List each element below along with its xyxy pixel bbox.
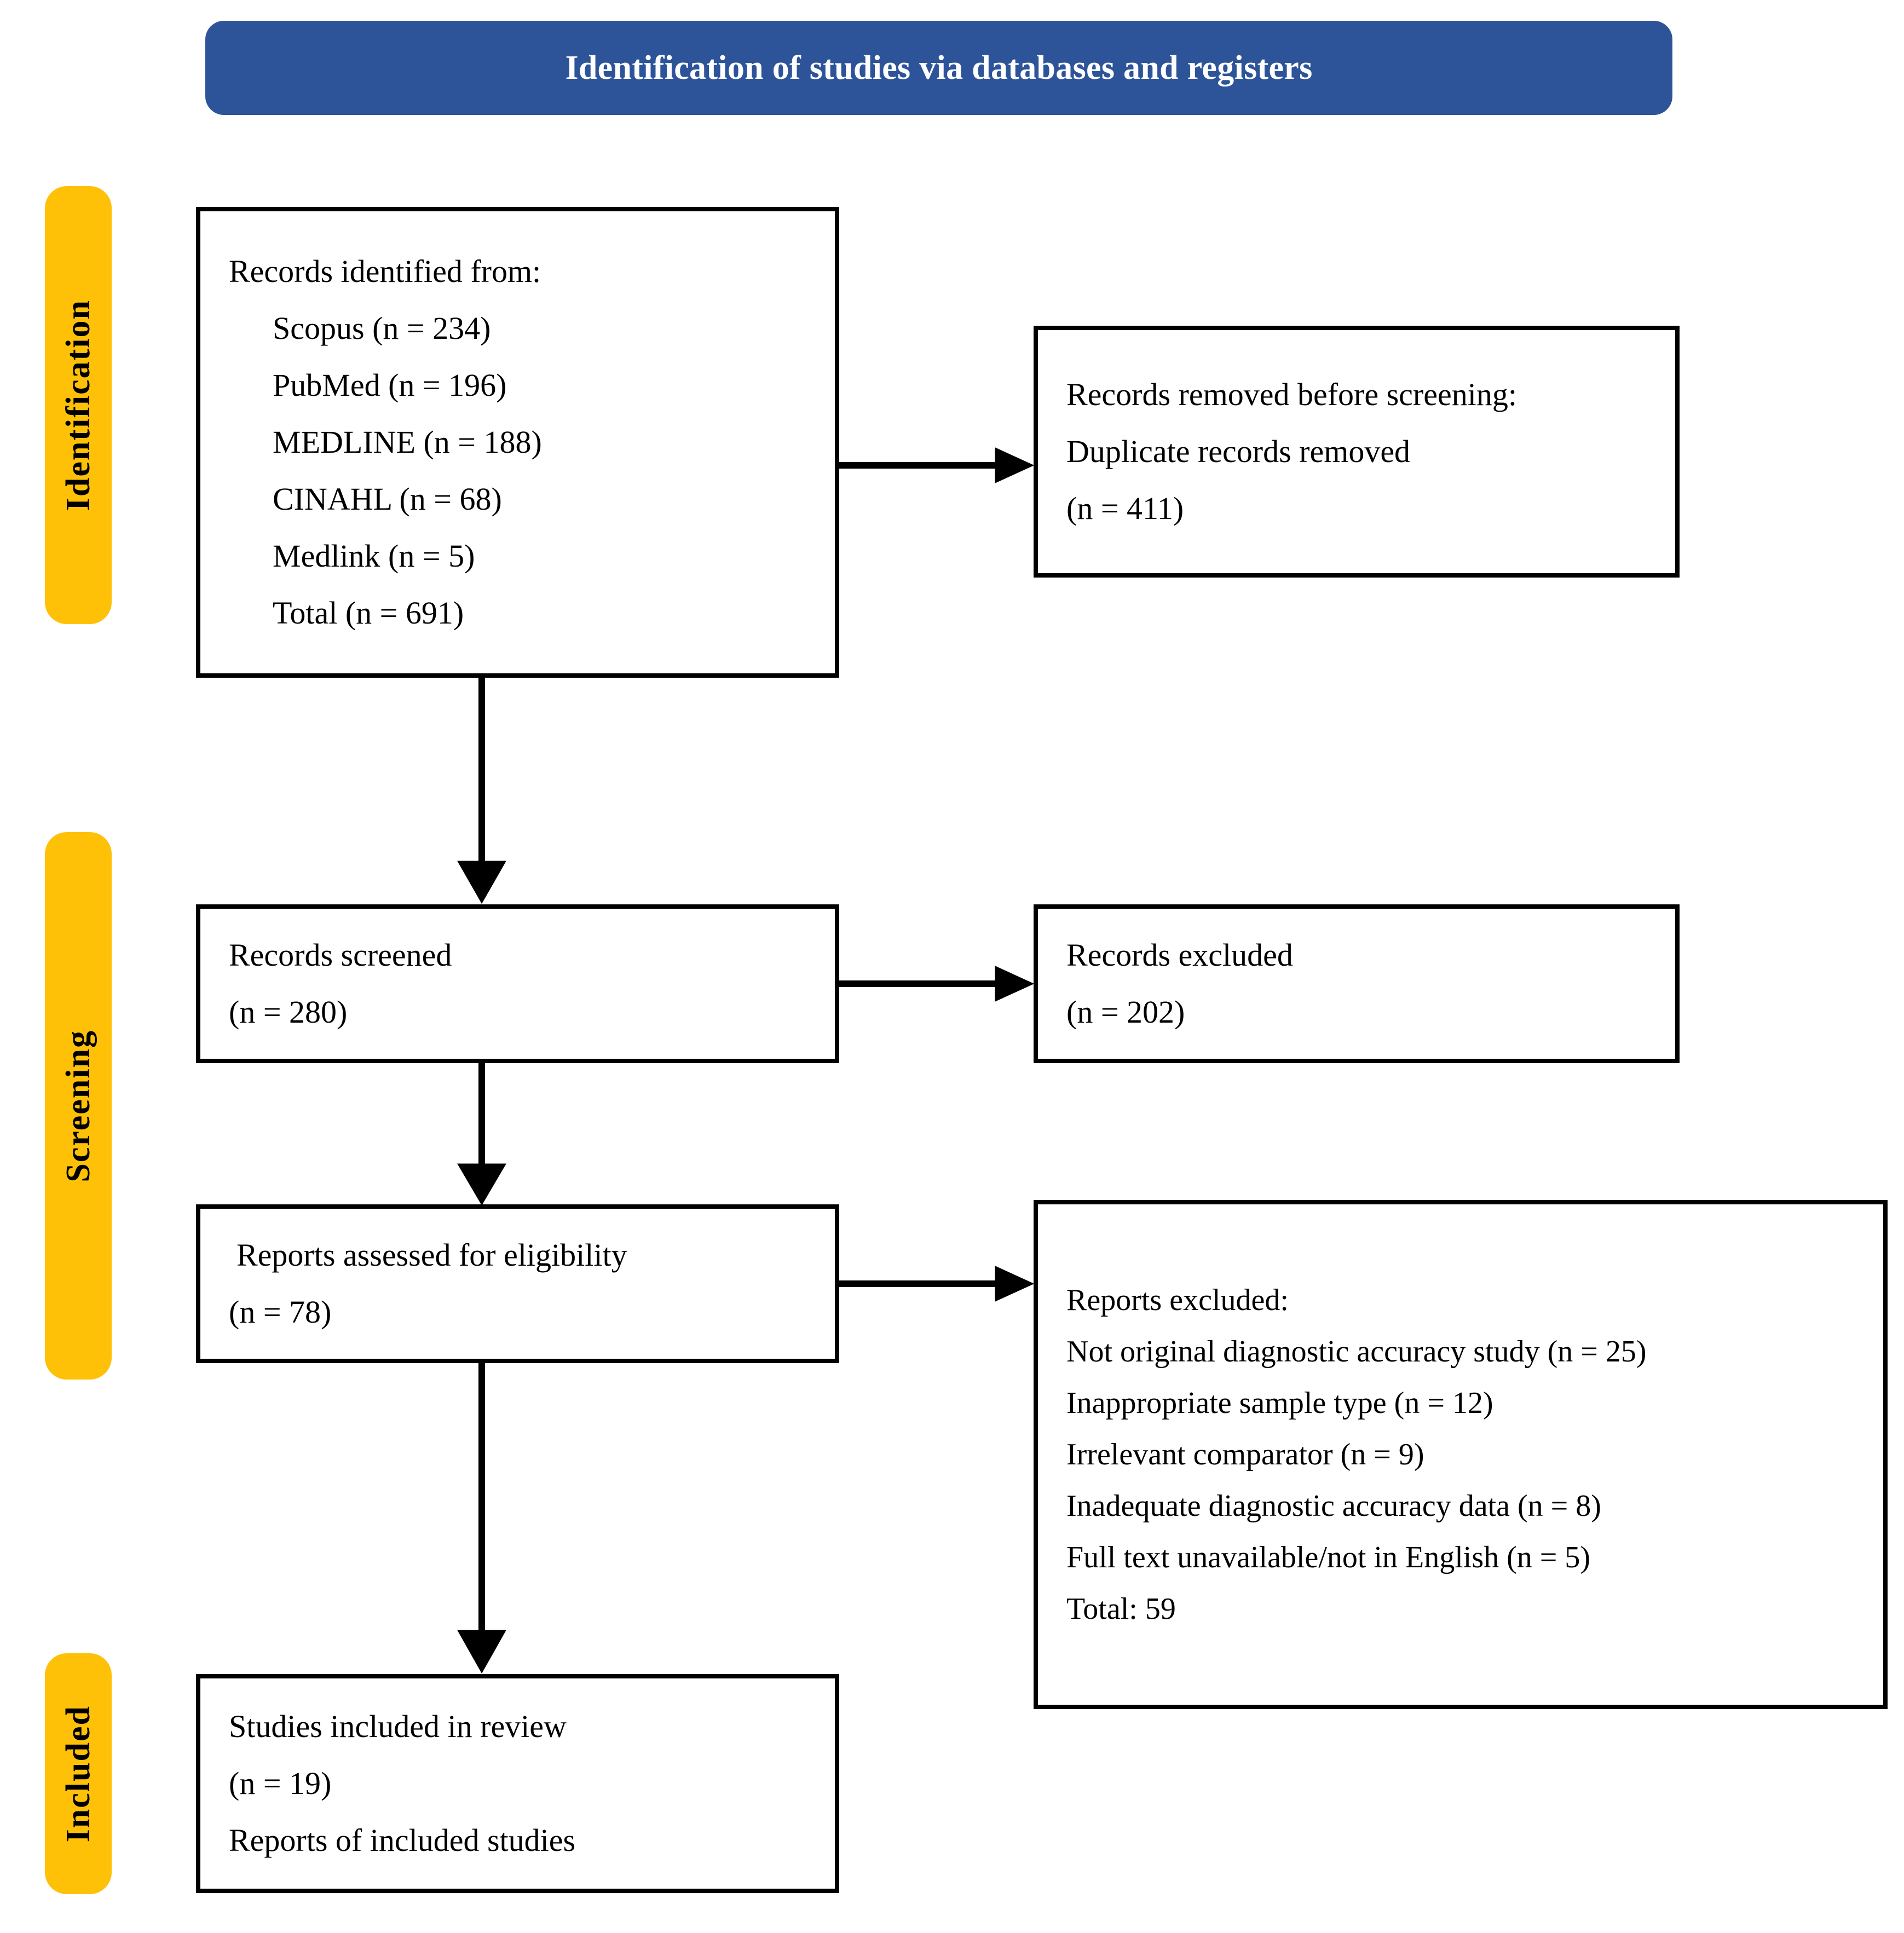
studies-included-count: (n = 19) (229, 1765, 332, 1801)
arrow-identified-to-removed (839, 447, 1035, 483)
source-medlink: Medlink (n = 5) (273, 538, 475, 574)
box-records-excluded: Records excluded (n = 202) (1034, 904, 1680, 1063)
records-screened-count: (n = 280) (229, 994, 348, 1030)
records-excluded-count: (n = 202) (1066, 994, 1185, 1030)
arrow-eligibility-to-reports-excluded (839, 1266, 1035, 1302)
studies-included-reports: Reports of included studies (229, 1822, 576, 1858)
stage-label-screening: Screening (59, 1029, 97, 1182)
records-removed-heading: Records removed before screening: (1066, 377, 1517, 412)
reason-inappropriate-sample-type: Inappropriate sample type (n = 12) (1066, 1386, 1493, 1420)
records-removed-count: (n = 411) (1066, 491, 1184, 526)
box-records-screened: Records screened (n = 280) (196, 904, 839, 1063)
diagram-title-banner: Identification of studies via databases … (205, 21, 1672, 115)
reason-not-original-diagnostic-accuracy-study: Not original diagnostic accuracy study (… (1066, 1335, 1647, 1369)
box-reports-assessed-eligibility: Reports assessed for eligibility (n = 78… (196, 1204, 839, 1363)
source-medline: MEDLINE (n = 188) (273, 424, 542, 460)
arrow-screened-to-eligibility (457, 1063, 506, 1205)
arrow-screened-to-excluded (839, 966, 1035, 1002)
stage-bar-included: Included (45, 1653, 112, 1894)
arrow-eligibility-to-included (457, 1363, 506, 1674)
studies-included-heading: Studies included in review (229, 1709, 567, 1744)
stage-label-included: Included (59, 1705, 97, 1843)
box-records-identified: Records identified from: Scopus (n = 234… (196, 207, 839, 678)
stage-bar-identification: Identification (45, 186, 112, 624)
stage-label-identification: Identification (59, 299, 97, 511)
box-reports-excluded: Reports excluded: Not original diagnosti… (1034, 1200, 1888, 1709)
box-studies-included: Studies included in review (n = 19) Repo… (196, 1674, 839, 1893)
source-total: Total (n = 691) (273, 595, 464, 631)
stage-bar-screening: Screening (45, 832, 112, 1380)
reason-full-text-unavailable: Full text unavailable/not in English (n … (1066, 1540, 1591, 1574)
source-pubmed: PubMed (n = 196) (273, 367, 507, 403)
arrow-identified-to-screened (457, 678, 506, 904)
source-cinahl: CINAHL (n = 68) (273, 481, 502, 517)
source-scopus: Scopus (n = 234) (273, 310, 491, 346)
reason-irrelevant-comparator: Irrelevant comparator (n = 9) (1066, 1438, 1424, 1472)
records-removed-reason: Duplicate records removed (1066, 434, 1411, 469)
eligibility-heading: Reports assessed for eligibility (236, 1237, 627, 1273)
reports-excluded-total: Total: 59 (1066, 1592, 1176, 1626)
box-records-removed: Records removed before screening: Duplic… (1034, 326, 1680, 578)
reason-inadequate-diagnostic-accuracy-data: Inadequate diagnostic accuracy data (n =… (1066, 1489, 1601, 1523)
reports-excluded-heading: Reports excluded: (1066, 1283, 1289, 1317)
diagram-title-text: Identification of studies via databases … (565, 49, 1313, 86)
records-screened-heading: Records screened (229, 937, 452, 973)
records-identified-heading: Records identified from: (229, 253, 541, 289)
records-excluded-heading: Records excluded (1066, 937, 1293, 973)
eligibility-count: (n = 78) (229, 1294, 332, 1330)
